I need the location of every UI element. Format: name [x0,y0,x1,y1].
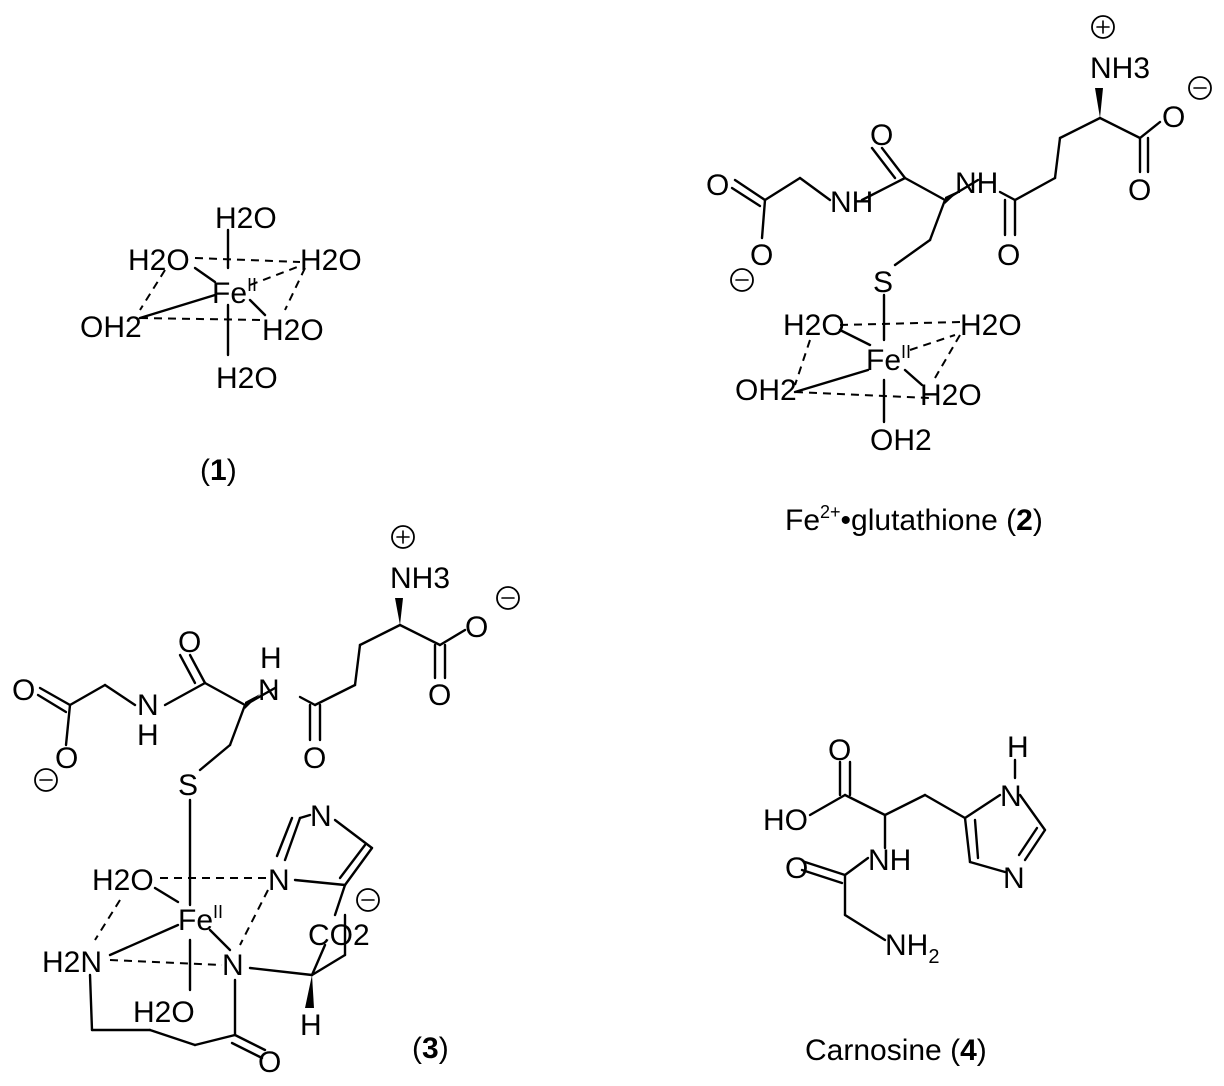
structure-3-fe-glutathione-carnosine: NH3 O O N H O O N H O O S N N H2O H2N N … [12,525,520,1079]
s3-carbonyl-oxygen-3: O [178,626,201,659]
s4-acid-oxygen: O [828,734,851,767]
s2-negative-charge-icon-left [730,268,754,292]
s1-back-left-water: H2O [128,244,190,277]
s2-front-left-water: OH2 [735,374,797,407]
s3-positive-charge-icon [391,525,415,549]
s2-negative-charge-icon-right [1188,76,1212,100]
s2-carbonyl-oxygen-2: O [997,239,1020,272]
s2-carbonyl-oxygen-3: O [870,119,893,152]
s3-water-bottom: H2O [133,996,195,1029]
s3-amide-nh-1: N [258,674,280,707]
s3-amide-n: N [222,949,244,982]
s2-carboxylate-oxygen: O [1162,101,1185,134]
s2-amide-nh-1: NH [955,167,998,200]
s4-amide-nh: NH [868,844,911,877]
s1-caption: (1) [200,454,237,487]
s2-back-left-water: H2O [783,309,845,342]
s1-back-right-water: H2O [300,244,362,277]
s3-ammonium: NH3 [390,562,450,595]
s3-hydrogen: H [300,1009,322,1042]
s2-sulfur: S [873,266,893,299]
s3-caption: (3) [412,1032,449,1065]
s2-ammonium: NH3 [1090,52,1150,85]
s4-imidazole-n2: N [1003,862,1025,895]
structure-4-carnosine: O HO NH O NH2 H N N Carnosine (4) [763,731,1047,1067]
s3-carbonyl-oxygen-2: O [303,742,326,775]
s1-axial-top-water: H2O [215,202,277,235]
s3-carbonyl-oxygen-chelate: O [258,1046,281,1079]
s2-glycine-oxygen-single: O [750,239,773,272]
structure-1-hexaaqua-iron: H2O H2O H2O OH2 H2O H2O FeII (1) [80,202,362,487]
s2-front-right-water: H2O [920,379,982,412]
s2-axial-bottom-water: OH2 [870,424,932,457]
s3-amide-h-2: H [137,719,159,752]
s1-axial-bottom-water: H2O [216,362,278,395]
s3-imidazole-n-coordinated: N [268,864,290,897]
s3-negative-charge-icon-right [496,586,520,610]
s4-amide-oxygen: O [785,852,808,885]
s3-amide-nh-2: N [137,689,159,722]
s3-sulfur: S [178,769,198,802]
s3-glycine-oxygen-double: O [12,674,35,707]
s4-hydroxyl: HO [763,804,808,837]
s2-amide-nh-2: NH [830,186,873,219]
s1-front-left-water: OH2 [80,311,142,344]
s3-iron-center: FeII [178,902,223,937]
s3-carboxylate-oxygen: O [465,611,488,644]
s3-carboxylate: CO2 [308,919,370,952]
s4-caption: Carnosine (4) [805,1034,987,1067]
s2-positive-charge-icon [1091,15,1115,39]
s4-imidazole-n1: N [1000,780,1022,813]
s3-glycine-oxygen-single: O [55,742,78,775]
s4-imidazole-h: H [1007,731,1029,764]
s2-carbonyl-oxygen-1: O [1128,174,1151,207]
s3-negative-charge-icon-left [34,768,58,792]
s1-iron-center: FeII [212,275,257,310]
s3-amide-h-1: H [260,642,282,675]
s3-imidazole-n-top: N [310,800,332,833]
s3-negative-charge-icon-carboxylate [356,888,380,912]
structure-2-fe-glutathione: NH3 O O NH O O NH O O S H2O H2O OH2 H2O … [706,15,1212,537]
s2-glycine-oxygen-double: O [706,169,729,202]
s3-water-top: H2O [92,864,154,897]
s3-carbonyl-oxygen-1: O [428,679,451,712]
s3-amine: H2N [42,946,102,979]
s4-amine: NH2 [885,929,939,968]
s1-front-right-water: H2O [262,314,324,347]
s2-back-right-water: H2O [960,309,1022,342]
s2-caption: Fe2+•glutathione (2) [785,502,1043,537]
s2-iron-center: FeII [866,342,911,377]
